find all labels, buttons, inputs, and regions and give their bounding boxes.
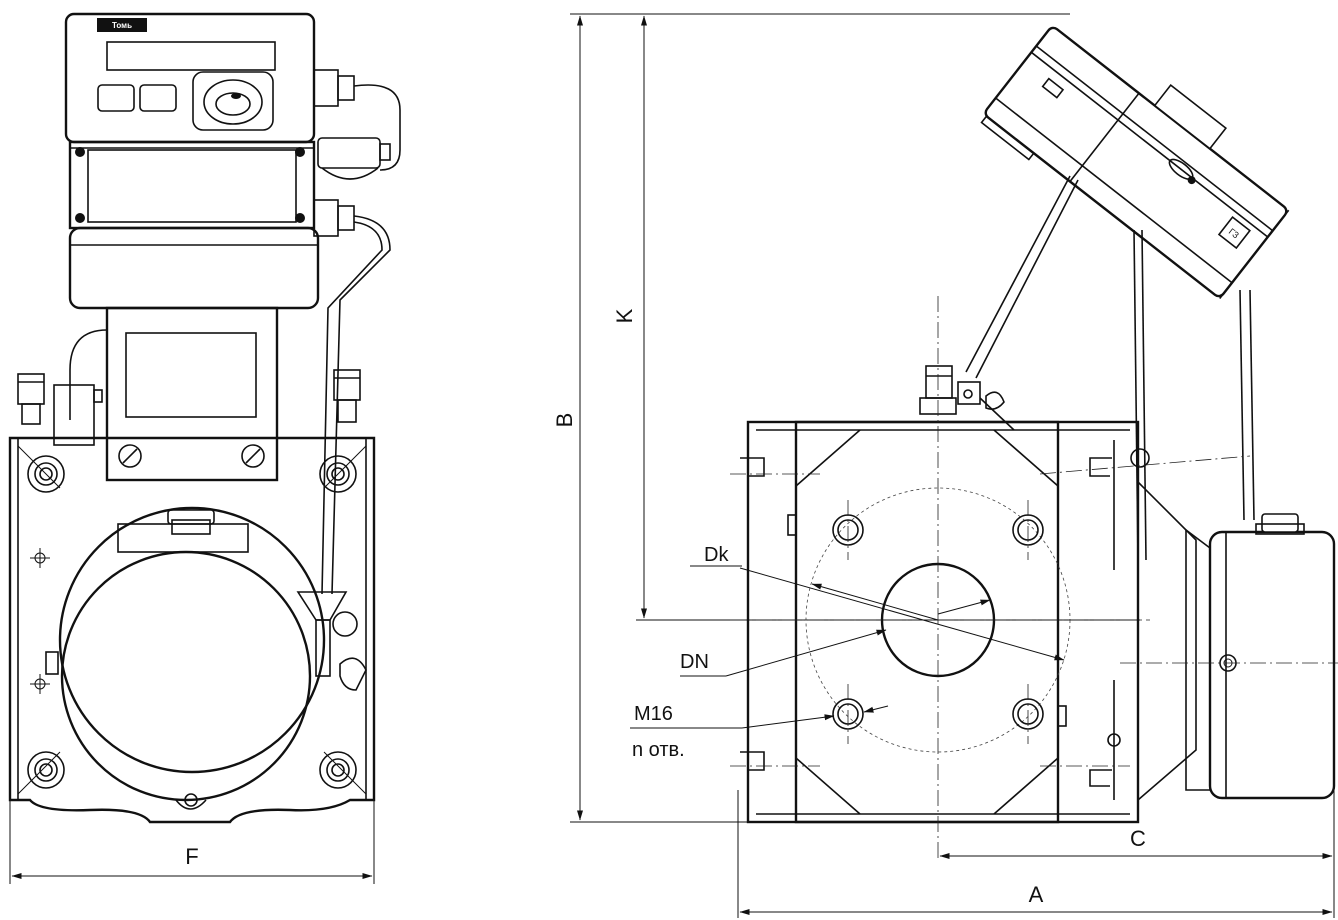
dimension-c: C (939, 620, 1335, 866)
tilted-module: ГЗ (980, 26, 1290, 299)
dimension-b: B (552, 13, 1070, 823)
label-a: A (1029, 882, 1044, 907)
label-dk: Dk (704, 544, 729, 566)
dimension-dk: Dk (690, 544, 1065, 661)
right-box (1185, 513, 1336, 800)
dimension-a: A (737, 790, 1335, 918)
top-valves (17, 369, 361, 425)
front-view: Томь (8, 12, 401, 884)
dimension-dn: DN (680, 599, 991, 677)
label-b: B (552, 413, 577, 428)
side-body (740, 420, 1197, 824)
center-lines (730, 296, 1338, 860)
side-view: B K ГЗ (552, 13, 1338, 918)
dimension-f: F (9, 800, 375, 884)
brand-logo: Томь (112, 21, 132, 30)
label-holes: n отв. (632, 739, 685, 761)
tag-label: ГЗ (1227, 226, 1241, 240)
top-valve (919, 365, 1015, 431)
electronic-module: Томь (64, 12, 401, 595)
label-f: F (185, 844, 198, 869)
neck (53, 306, 279, 482)
label-dn: DN (680, 651, 709, 673)
label-m16: M16 (634, 703, 673, 725)
label-k: K (612, 308, 637, 323)
meter-body (8, 436, 376, 824)
dimension-m16: M16 n отв. (630, 703, 889, 761)
label-c: C (1130, 826, 1146, 851)
